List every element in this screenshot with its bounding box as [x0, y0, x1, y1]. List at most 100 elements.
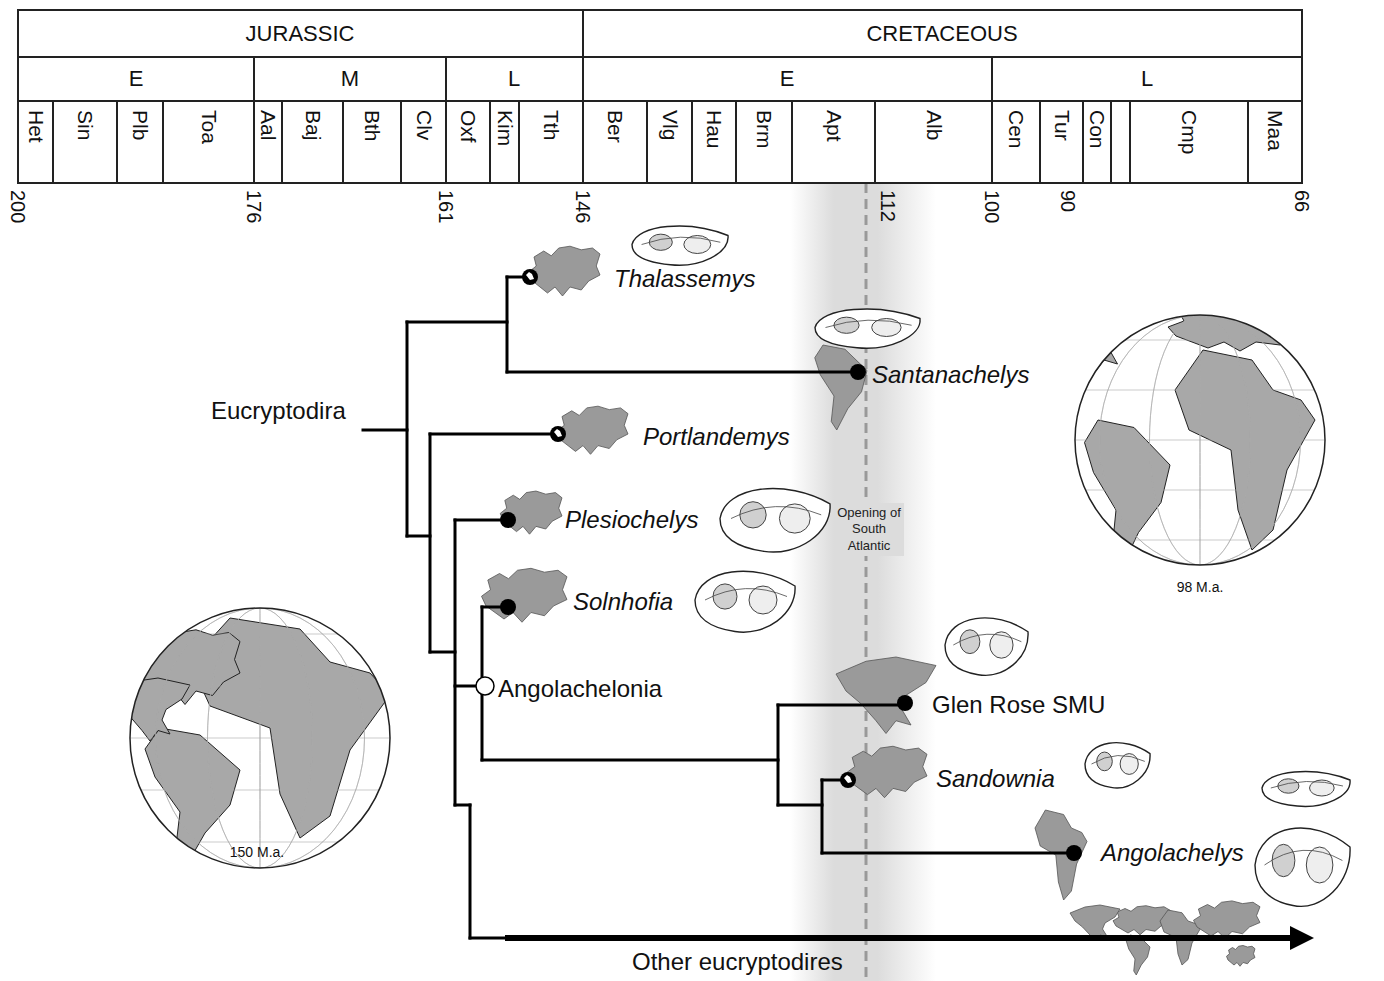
cell-line: [582, 57, 584, 101]
skull-outline: [1262, 772, 1350, 807]
locality-marker: [840, 772, 856, 788]
parallel: [130, 686, 390, 687]
parallel: [1075, 440, 1325, 441]
age-tick: 161: [435, 190, 457, 223]
skull-drawing: [720, 489, 830, 553]
atlantic-band: [790, 183, 936, 981]
stage-name: Plb: [128, 110, 151, 140]
meridian: [156, 608, 365, 868]
paleo-continent: [110, 678, 190, 741]
stage-name: Apt: [822, 110, 845, 142]
dashed-line: [865, 183, 868, 981]
branch-line: [429, 434, 432, 652]
cell-line: [1039, 101, 1041, 183]
cell-line: [1301, 101, 1303, 183]
meridian: [1150, 315, 1251, 565]
cell-line: [116, 101, 118, 183]
cell-line: [17, 101, 19, 183]
globe-disc: [1075, 315, 1325, 565]
stage-name: Clv: [412, 110, 435, 140]
meridian: [1100, 315, 1301, 565]
stage-name: Baj: [301, 110, 324, 140]
paleo-continent: [1168, 301, 1320, 351]
paleo-continent: [1085, 420, 1171, 570]
skull-drawing: [815, 309, 920, 348]
skull-orbit: [1278, 779, 1299, 793]
taxon-name: Solnhofia: [573, 589, 673, 615]
age-tick: 90: [1057, 190, 1079, 212]
parallel: [1075, 490, 1325, 491]
continent-map: [1194, 901, 1261, 938]
taxon-name: Santanachelys: [872, 362, 1029, 388]
stage-name: Hau: [702, 110, 725, 149]
stage-name: Vlg: [658, 110, 681, 140]
continent-map: [815, 345, 867, 430]
tree-branches: [363, 277, 1074, 938]
branch-line: [363, 429, 407, 432]
skull-orbit: [1272, 844, 1295, 876]
continent-map: [500, 491, 562, 534]
cell-line: [162, 101, 164, 183]
branch-line: [407, 321, 507, 324]
skull-drawing: [632, 226, 728, 265]
locality-dot: [1066, 845, 1082, 861]
paleo-continent: [1175, 350, 1315, 550]
arrow-head: [1290, 926, 1314, 950]
row-line: [18, 56, 1302, 58]
epoch-name: E: [780, 67, 795, 91]
continent-map: [846, 746, 927, 797]
cell-line: [1247, 101, 1249, 183]
branch-line: [454, 520, 457, 805]
taxon-name: Glen Rose SMU: [932, 692, 1105, 718]
skull-orbit: [834, 317, 859, 333]
branch-line: [470, 937, 505, 940]
skull-orbit: [960, 630, 980, 654]
skull-suture: [705, 589, 787, 600]
stage-name: Brm: [752, 110, 775, 149]
skull-drawing: [1085, 743, 1150, 788]
stage-name: Ber: [603, 110, 626, 143]
row-line: [18, 182, 1302, 184]
stage-name: Bth: [360, 110, 383, 142]
skull-outline: [1255, 828, 1350, 906]
globe: [1050, 300, 1325, 570]
branch-line: [822, 852, 1074, 855]
stage-name: Maa: [1263, 110, 1286, 151]
globe-outline: [130, 608, 390, 868]
taxon-name: Plesiochelys: [565, 507, 698, 533]
branch-line: [430, 433, 558, 436]
locality-dot: [850, 364, 866, 380]
skull-orbit: [1097, 752, 1113, 771]
continent-map: [529, 246, 600, 296]
epoch-name: E: [129, 67, 144, 91]
cell-line: [582, 101, 584, 183]
cell-line: [735, 101, 737, 183]
cell-line: [1110, 101, 1112, 183]
cell-line: [518, 101, 520, 183]
skull-orbit: [740, 502, 766, 528]
locality-dot: [500, 599, 516, 615]
skull-orbit: [713, 584, 737, 609]
cell-line: [646, 101, 648, 183]
paleo-continent: [1050, 300, 1140, 372]
stage-name: Tth: [539, 110, 562, 140]
cell-line: [1082, 101, 1084, 183]
stage-name: Toa: [197, 110, 220, 144]
branch-line: [507, 371, 858, 374]
cell-line: [342, 101, 344, 183]
age-tick: 176: [243, 190, 265, 223]
taxon-name: Angolachelys: [1101, 840, 1244, 866]
stage-name: Tur: [1050, 110, 1073, 141]
lineage-arrow: [505, 935, 1292, 941]
age-tick: 200: [7, 190, 29, 223]
epoch-name: M: [341, 67, 359, 91]
globe-age: 150 M.a.: [230, 845, 284, 860]
cell-line: [991, 57, 993, 101]
marker-inset: [844, 775, 852, 783]
locality-marker: [550, 426, 566, 442]
branch-line: [406, 322, 409, 536]
locality-dot: [897, 695, 913, 711]
skull-suture: [826, 320, 912, 327]
